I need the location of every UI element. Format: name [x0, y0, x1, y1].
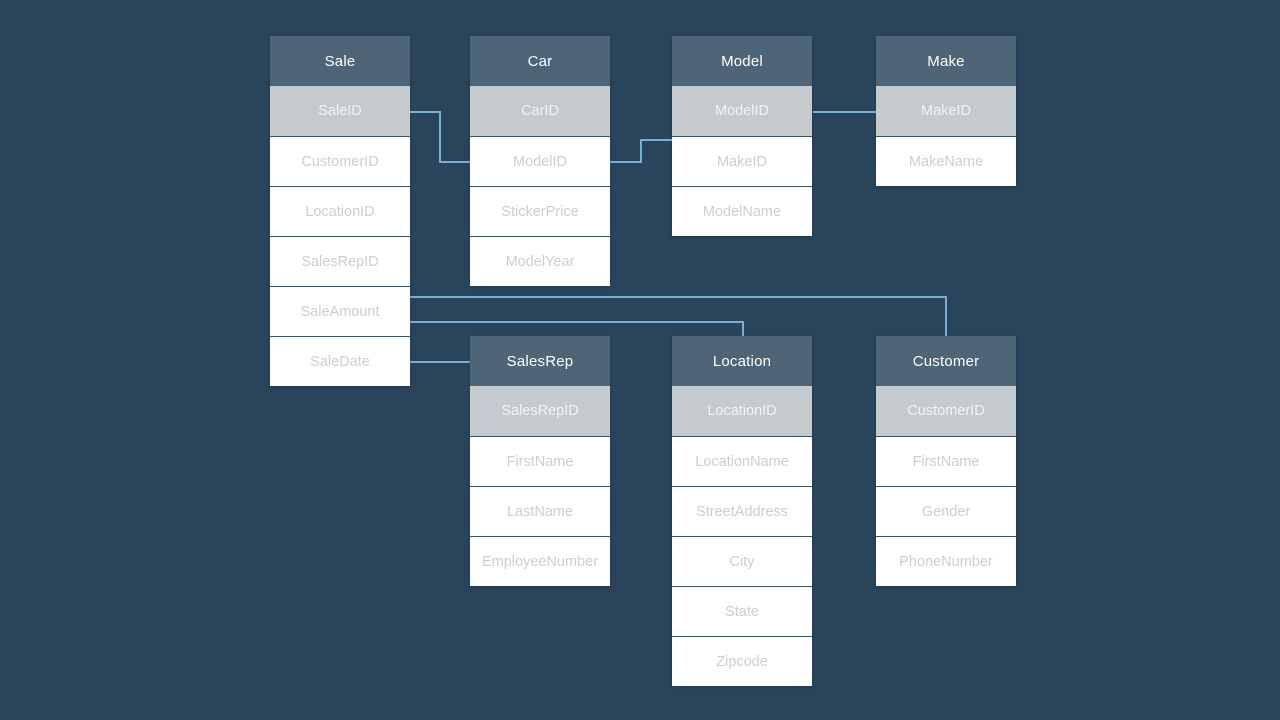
relationship-line	[410, 111, 470, 163]
attribute-field[interactable]: SaleDate	[270, 336, 410, 386]
primary-key-field[interactable]: LocationID	[672, 386, 812, 436]
attribute-field[interactable]: StickerPrice	[470, 186, 610, 236]
attribute-field[interactable]: FirstName	[470, 436, 610, 486]
attribute-field[interactable]: Zipcode	[672, 636, 812, 686]
attribute-field[interactable]: MakeID	[672, 136, 812, 186]
attribute-field[interactable]: State	[672, 586, 812, 636]
attribute-field[interactable]: ModelYear	[470, 236, 610, 286]
relationship-line	[410, 321, 744, 338]
entity-title-salesrep: SalesRep	[470, 336, 610, 386]
primary-key-field[interactable]: SaleID	[270, 86, 410, 136]
attribute-field[interactable]: Gender	[876, 486, 1016, 536]
attribute-field[interactable]: SalesRepID	[270, 236, 410, 286]
attribute-field[interactable]: EmployeeNumber	[470, 536, 610, 586]
attribute-field[interactable]: City	[672, 536, 812, 586]
entity-title-location: Location	[672, 336, 812, 386]
attribute-field[interactable]: LocationName	[672, 436, 812, 486]
attribute-field[interactable]: PhoneNumber	[876, 536, 1016, 586]
entity-title-model: Model	[672, 36, 812, 86]
entity-title-sale: Sale	[270, 36, 410, 86]
entity-title-customer: Customer	[876, 336, 1016, 386]
relationship-line	[609, 139, 672, 163]
primary-key-field[interactable]: SalesRepID	[470, 386, 610, 436]
entity-title-car: Car	[470, 36, 610, 86]
relationship-line	[410, 296, 947, 340]
attribute-field[interactable]: ModelID	[470, 136, 610, 186]
attribute-field[interactable]: MakeName	[876, 136, 1016, 186]
attribute-field[interactable]: LastName	[470, 486, 610, 536]
primary-key-field[interactable]: ModelID	[672, 86, 812, 136]
attribute-field[interactable]: CustomerID	[270, 136, 410, 186]
primary-key-field[interactable]: MakeID	[876, 86, 1016, 136]
entity-title-make: Make	[876, 36, 1016, 86]
primary-key-field[interactable]: CustomerID	[876, 386, 1016, 436]
attribute-field[interactable]: LocationID	[270, 186, 410, 236]
attribute-field[interactable]: SaleAmount	[270, 286, 410, 336]
attribute-field[interactable]: StreetAddress	[672, 486, 812, 536]
attribute-field[interactable]: ModelName	[672, 186, 812, 236]
primary-key-field[interactable]: CarID	[470, 86, 610, 136]
attribute-field[interactable]: FirstName	[876, 436, 1016, 486]
